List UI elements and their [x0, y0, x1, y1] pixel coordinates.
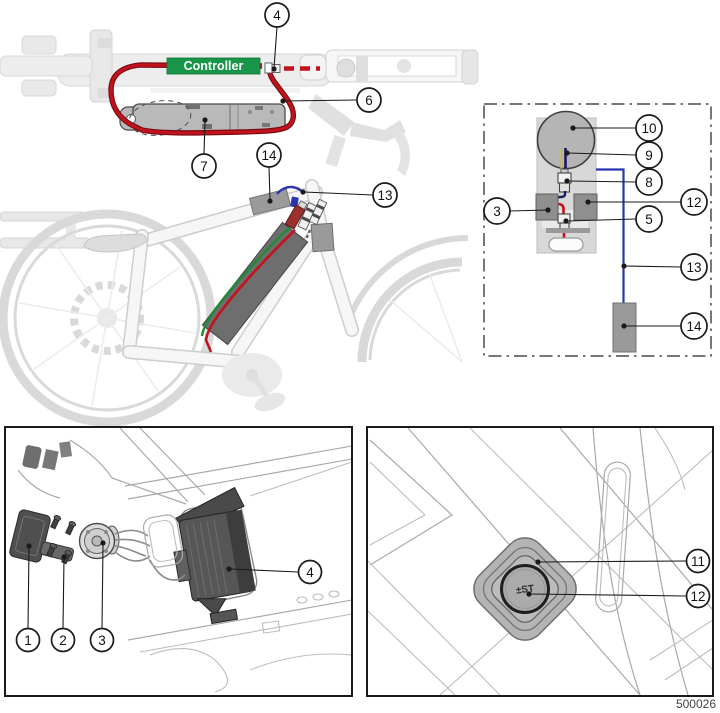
- svg-text:1: 1: [24, 633, 32, 648]
- red-connector: [284, 204, 306, 230]
- svg-text:5: 5: [645, 212, 653, 227]
- port-opening-inner: [148, 519, 178, 563]
- frame-slot: [548, 237, 584, 252]
- callout-det-3: 3: [483, 197, 551, 225]
- figure-number: 500026: [676, 697, 716, 711]
- controller-unit: [173, 486, 256, 625]
- callout-ov-14: 14: [256, 142, 282, 204]
- charge-port-cap: [500, 564, 550, 614]
- detail-box: [483, 103, 712, 357]
- svg-text:2: 2: [59, 633, 67, 648]
- charge-port: ±ST: [473, 537, 577, 641]
- clamp-left: [535, 193, 559, 221]
- svg-text:14: 14: [261, 148, 277, 163]
- callout-pl-4: 4: [226, 559, 323, 585]
- headtube-connectors: [276, 185, 335, 255]
- clamp-right: [573, 193, 598, 221]
- svg-text:3: 3: [98, 633, 106, 648]
- svg-text:6: 6: [365, 93, 373, 108]
- battery-cable-red: [204, 229, 296, 353]
- callout-det-5: 5: [563, 205, 663, 233]
- callout-det-13: 13: [621, 253, 708, 281]
- blue-wire: [276, 185, 304, 195]
- svg-text:13: 13: [377, 188, 392, 203]
- callout-ov-4: 4: [264, 2, 290, 72]
- seat-tube-box: [310, 222, 335, 253]
- controller-label: Controller: [166, 57, 261, 75]
- detail-box-border: [483, 103, 712, 357]
- panel-right-art: ±ST: [368, 428, 712, 695]
- svg-text:8: 8: [645, 175, 653, 190]
- inline-connector: [264, 62, 273, 74]
- callout-det-10: 10: [570, 114, 663, 142]
- cross-bar: [546, 228, 590, 233]
- svg-text:11: 11: [691, 554, 705, 569]
- bike-top-view-ghost: [0, 29, 479, 103]
- svg-text:12: 12: [686, 195, 701, 210]
- callout-ov-13: 13: [300, 182, 398, 208]
- connector-8: [557, 168, 572, 193]
- sensor-mount: [78, 522, 120, 560]
- svg-text:14: 14: [686, 319, 702, 334]
- downtube-battery: [200, 221, 309, 353]
- svg-text:12: 12: [690, 589, 705, 604]
- callout-det-14: 14: [621, 312, 708, 340]
- callout-pl-2: 2: [50, 554, 76, 653]
- callout-pl-3: 3: [89, 540, 115, 653]
- svg-text:4: 4: [306, 565, 314, 580]
- svg-text:4: 4: [273, 8, 281, 23]
- callout-ov-7: 7: [191, 117, 217, 179]
- svg-text:3: 3: [493, 204, 501, 219]
- cylindrical-connector: [308, 198, 328, 226]
- svg-text:9: 9: [645, 148, 653, 163]
- svg-text:7: 7: [200, 159, 208, 174]
- charge-port-logo: ±ST: [515, 583, 534, 596]
- callout-pl-1: 1: [15, 543, 41, 653]
- callout-det-9: 9: [564, 141, 663, 169]
- frame-slot-outline: [595, 461, 631, 613]
- striped-cable: [296, 229, 312, 255]
- callout-det-12: 12: [585, 188, 708, 216]
- battery-cable-green: [200, 226, 291, 337]
- callout-ov-6: 6: [280, 87, 382, 113]
- svg-text:10: 10: [641, 121, 656, 136]
- controller-label-text: Controller: [184, 59, 244, 73]
- callout-pr-12: 12: [526, 583, 711, 609]
- panel-left-art: [9, 428, 351, 693]
- handlebar-ghost: [308, 94, 410, 176]
- callout-det-8: 8: [564, 168, 663, 196]
- svg-text:13: 13: [686, 260, 701, 275]
- cable-red-core: [109, 63, 295, 135]
- callout-pr-11: 11: [535, 548, 711, 574]
- blue-wire-detail: [596, 168, 625, 303]
- port-opening: [142, 514, 184, 568]
